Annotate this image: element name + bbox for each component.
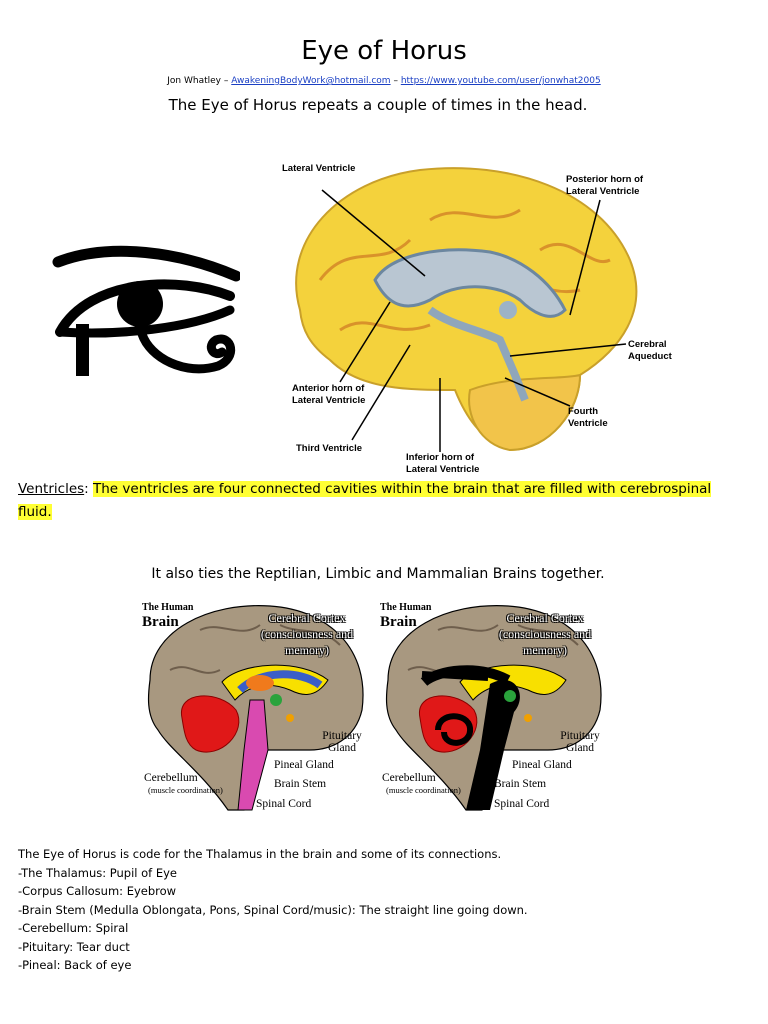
list-item: -Brain Stem (Medulla Oblongata, Pons, Sp…: [18, 902, 528, 917]
label-anterior-horn: Anterior horn of Lateral Ventricle: [292, 383, 366, 406]
brain-title-small: The Human: [142, 602, 194, 613]
label-pineal: Pineal Gland: [274, 759, 334, 771]
byline-separator: –: [390, 76, 401, 86]
page-title: Eye of Horus: [301, 36, 467, 66]
label-pituitary: Pituitary Gland: [560, 730, 600, 754]
label-lateral-ventricle: Lateral Ventricle: [282, 163, 356, 174]
label-inferior-horn: Inferior horn of Lateral Ventricle: [406, 452, 480, 475]
label-brain-stem: Brain Stem: [494, 778, 547, 790]
list-intro: The Eye of Horus is code for the Thalamu…: [18, 847, 502, 861]
brain-title-big: Brain: [142, 614, 179, 630]
label-cerebral-cortex: Cerebral Cortex (consciousness and memor…: [260, 611, 354, 657]
brain-title-small: The Human: [380, 602, 432, 613]
label-cerebellum-note: (muscle coordination): [148, 785, 223, 795]
list-item: -Cerebellum: Spiral: [18, 921, 129, 935]
label-cerebellum: Cerebellum: [144, 772, 198, 784]
byline: Jon Whatley – AwakeningBodyWork@hotmail.…: [0, 76, 768, 86]
label-third-ventricle: Third Ventricle: [296, 443, 362, 454]
label-cerebellum: Cerebellum: [382, 772, 436, 784]
human-brain-drawing-left: [147, 605, 364, 811]
author-name: Jon Whatley –: [167, 76, 232, 86]
label-fourth-ventricle: Fourth Ventricle: [568, 406, 608, 429]
list-item: -The Thalamus: Pupil of Eye: [18, 865, 178, 880]
email-link[interactable]: AwakeningBodyWork@hotmail.com: [231, 76, 391, 86]
label-posterior-horn: Posterior horn of Lateral Ventricle: [566, 174, 644, 197]
label-pineal: Pineal Gland: [512, 759, 572, 771]
label-spinal-cord: Spinal Cord: [256, 798, 312, 810]
label-pituitary: Pituitary Gland: [322, 730, 362, 754]
label-spinal-cord: Spinal Cord: [494, 798, 550, 810]
ties-text: It also ties the Reptilian, Limbic and M…: [151, 566, 605, 582]
label-brain-stem: Brain Stem: [274, 778, 327, 790]
list-item: -Corpus Callosum: Eyebrow: [18, 884, 177, 898]
human-brain-diagram-right: The Human Brain Cerebral Cortex (conscio…: [378, 600, 618, 820]
ventricles-term: Ventricles: [18, 481, 85, 497]
ventricles-definition: Ventricles: The ventricles are four conn…: [18, 478, 718, 524]
label-cerebral-aqueduct: Cerebral Aqueduct: [628, 339, 672, 362]
ventricles-text: The ventricles are four connected caviti…: [18, 481, 712, 520]
correspondence-list: The Eye of Horus is code for the Thalamu…: [18, 845, 528, 975]
list-item: -Pineal: Back of eye: [18, 958, 132, 972]
intro-text: The Eye of Horus repeats a couple of tim…: [168, 96, 588, 114]
brain-title-big: Brain: [380, 614, 417, 630]
human-brain-drawing-right: [385, 605, 602, 811]
human-brain-diagram-left: The Human Brain Cerebral Cortex (conscio…: [140, 600, 380, 820]
youtube-link[interactable]: https://www.youtube.com/user/jonwhat2005: [400, 76, 601, 86]
eye-of-horus-icon: [52, 245, 240, 376]
ventricle-leader-lines: [321, 189, 627, 452]
list-item: -Pituitary: Tear duct: [18, 939, 130, 954]
label-cerebral-cortex: Cerebral Cortex (consciousness and memor…: [498, 611, 592, 657]
label-cerebellum-note: (muscle coordination): [386, 785, 461, 795]
ventricles-separator: :: [84, 481, 93, 497]
